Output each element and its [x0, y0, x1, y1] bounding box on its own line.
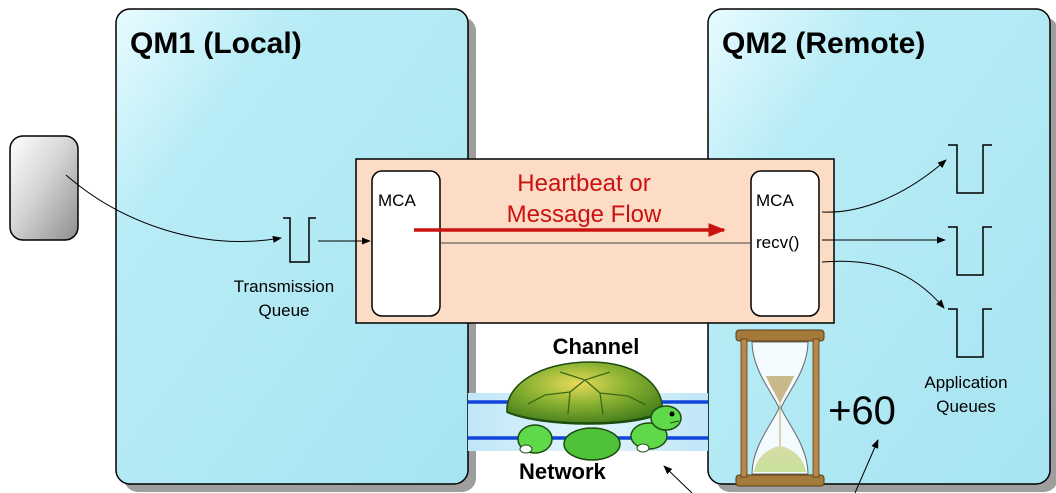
turtle-icon [506, 361, 682, 461]
qm2-title: QM2 (Remote) [722, 27, 925, 60]
application-queues: Application Queues [924, 144, 1008, 416]
qm1-panel: QM1 (Local) [115, 8, 476, 492]
network-callout-arrow [663, 465, 693, 493]
qm1-title: QM1 (Local) [130, 27, 302, 60]
queue-icon [948, 308, 992, 358]
mca-to-queue1-arrow [821, 159, 947, 213]
receiver-recv-label: recv() [756, 233, 799, 252]
queue-icon [948, 144, 992, 194]
flow-label-line1: Heartbeat or [517, 170, 650, 197]
queue-icon [948, 226, 992, 276]
sender-mca-label: MCA [378, 191, 416, 210]
qm2-panel: QM2 (Remote) [707, 8, 1056, 492]
channel-label: Channel [553, 334, 640, 359]
application-box-icon [9, 135, 79, 241]
transmission-queue-label-line1: Transmission [234, 277, 334, 296]
application-queues-label-line2: Queues [936, 397, 996, 416]
timer-callout-arrow [854, 439, 879, 493]
network-label: Network [519, 459, 607, 484]
timer-value: +60 [828, 389, 896, 433]
receiver-mca-label: MCA [756, 191, 794, 210]
application-queues-label-line1: Application [924, 373, 1007, 392]
transmission-queue-label-line2: Queue [258, 301, 309, 320]
flow-label-line2: Message Flow [507, 201, 662, 228]
mca-to-queue3-arrow [821, 260, 945, 309]
app-to-xmitq-arrow [65, 174, 282, 243]
channel-box: MCA MCA recv() Heartbeat or Message Flow… [355, 158, 835, 359]
flow-arrows [65, 159, 947, 493]
hourglass-icon [735, 329, 825, 487]
transmission-queue: Transmission Queue [234, 217, 334, 320]
queue-icon [283, 217, 316, 263]
